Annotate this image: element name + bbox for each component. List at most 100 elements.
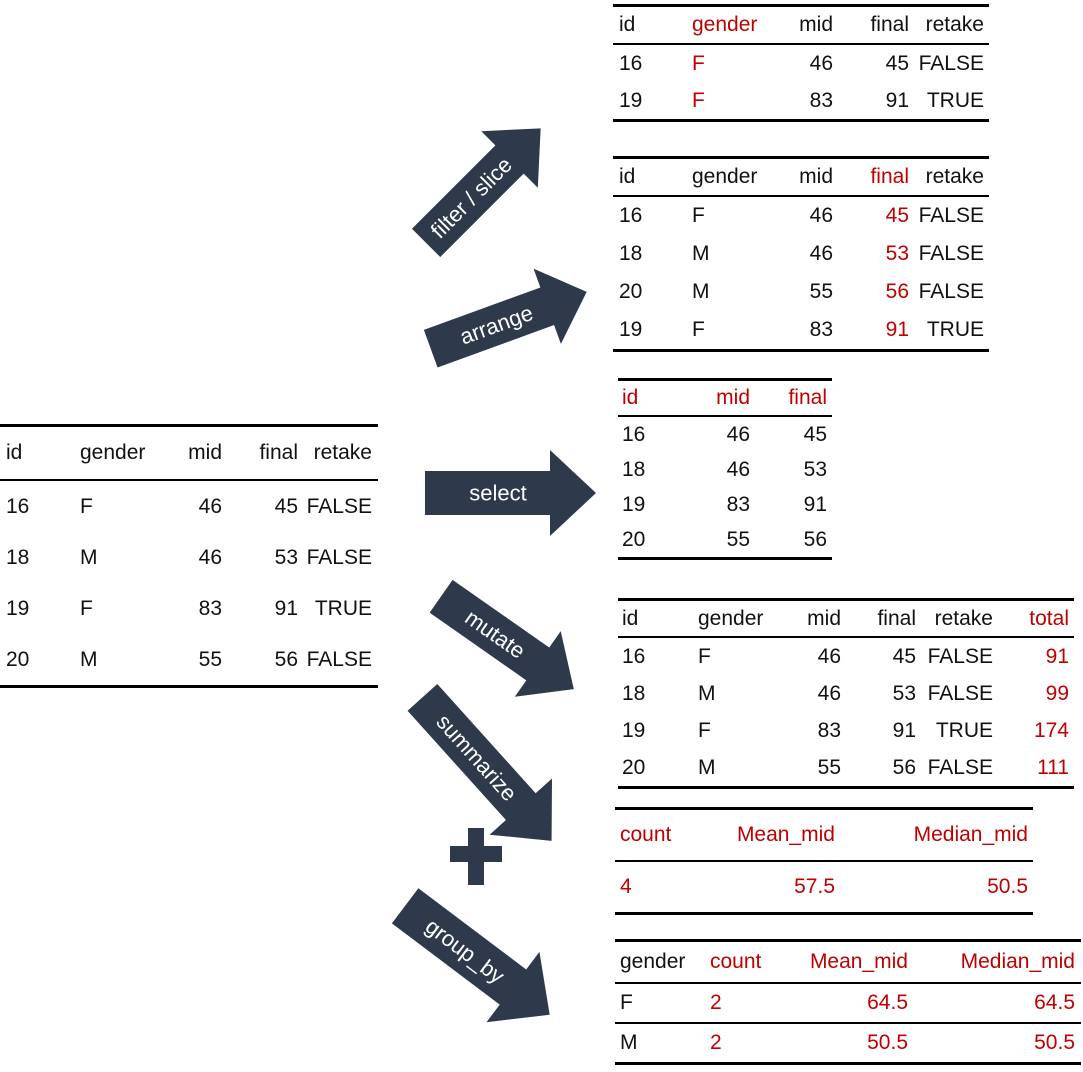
column-header: retake bbox=[934, 606, 993, 630]
cell-mid: 55 bbox=[817, 755, 841, 779]
cell-mid: 83 bbox=[198, 596, 222, 620]
cell-id: 19 bbox=[622, 492, 646, 516]
arrow-summarize-label: summarize bbox=[431, 709, 522, 806]
cell-mid: 46 bbox=[809, 51, 833, 75]
arrow-group-by: group_by bbox=[391, 888, 550, 1023]
cell-retake: TRUE bbox=[314, 596, 372, 620]
cell-gender: F bbox=[698, 644, 711, 668]
cell-mid: 46 bbox=[817, 644, 841, 668]
table-header: id mid final bbox=[618, 381, 832, 417]
table-row: 19 F 83 91 TRUE bbox=[613, 82, 989, 119]
cell-mid: 55 bbox=[726, 527, 750, 551]
column-header: count bbox=[620, 823, 672, 846]
plus-icon-vertical bbox=[468, 828, 484, 885]
column-header: gender bbox=[692, 13, 758, 36]
table-header: count Mean_mid Median_mid bbox=[615, 810, 1033, 862]
table-row: 20 M 55 56 FALSE bbox=[0, 634, 378, 685]
table-row: 16 46 45 bbox=[618, 417, 832, 452]
cell-id: 19 bbox=[6, 596, 30, 620]
column-header: id bbox=[622, 606, 639, 630]
cell-mid: 46 bbox=[198, 494, 222, 518]
arrow-arrange: arrange bbox=[423, 268, 587, 368]
column-header: final bbox=[870, 13, 909, 36]
cell-total: 99 bbox=[1045, 681, 1069, 705]
cell-final: 53 bbox=[885, 242, 909, 265]
cell-count: 4 bbox=[620, 875, 632, 898]
table-row: 16 F 46 45 FALSE bbox=[613, 45, 989, 82]
table-row: 16 F 46 45 FALSE 91 bbox=[618, 638, 1074, 675]
column-header: mid bbox=[716, 386, 750, 409]
column-header: gender bbox=[698, 606, 764, 630]
arrow-filter: filter / slice bbox=[411, 128, 541, 258]
cell-median-mid: 50.5 bbox=[1034, 1031, 1075, 1054]
column-header: retake bbox=[925, 165, 984, 188]
column-header: final bbox=[870, 165, 909, 188]
cell-retake: TRUE bbox=[926, 88, 984, 112]
cell-median-mid: 50.5 bbox=[987, 875, 1028, 898]
cell-id: 20 bbox=[622, 755, 646, 779]
select-result-table: id mid final 16 46 45 18 46 53 19 83 91 … bbox=[618, 378, 832, 560]
cell-retake: FALSE bbox=[306, 545, 372, 569]
table-row: 18 M 46 53 FALSE 99 bbox=[618, 675, 1074, 712]
cell-final: 45 bbox=[803, 422, 827, 446]
cell-id: 19 bbox=[622, 718, 646, 742]
cell-retake: FALSE bbox=[927, 644, 993, 668]
cell-gender: F bbox=[80, 494, 93, 518]
table-header: id gender mid final retake total bbox=[618, 601, 1074, 638]
column-header: id bbox=[619, 13, 636, 36]
column-header: Mean_mid bbox=[736, 823, 835, 846]
cell-retake: FALSE bbox=[927, 681, 993, 705]
table-row: M 2 50.5 50.5 bbox=[615, 1024, 1081, 1062]
cell-mid: 46 bbox=[809, 242, 833, 265]
cell-id: 16 bbox=[6, 494, 30, 518]
cell-final: 91 bbox=[885, 318, 909, 341]
table-header: id gender mid final retake bbox=[0, 427, 378, 481]
cell-mean-mid: 50.5 bbox=[867, 1031, 908, 1054]
cell-retake: FALSE bbox=[927, 755, 993, 779]
cell-id: 20 bbox=[619, 280, 643, 303]
column-header: final bbox=[877, 606, 916, 630]
table-header: id gender mid final retake bbox=[613, 7, 989, 45]
table-row: 16 F 46 45 FALSE bbox=[0, 481, 378, 532]
column-header: gender bbox=[620, 950, 686, 973]
cell-mid: 83 bbox=[726, 492, 750, 516]
cell-mid: 46 bbox=[809, 204, 833, 227]
cell-median-mid: 64.5 bbox=[1034, 991, 1075, 1014]
cell-final: 91 bbox=[274, 596, 298, 620]
cell-mid: 46 bbox=[817, 681, 841, 705]
column-header: id bbox=[619, 165, 636, 188]
cell-retake: TRUE bbox=[935, 718, 993, 742]
cell-final: 56 bbox=[803, 527, 827, 551]
cell-id: 18 bbox=[6, 545, 30, 569]
cell-mid: 83 bbox=[809, 318, 833, 341]
cell-id: 16 bbox=[622, 644, 646, 668]
cell-retake: FALSE bbox=[306, 494, 372, 518]
mutate-result-table: id gender mid final retake total 16 F 46… bbox=[618, 598, 1074, 789]
column-header: mid bbox=[799, 165, 833, 188]
table-row: 18 46 53 bbox=[618, 452, 832, 487]
cell-id: 16 bbox=[619, 204, 643, 227]
column-header: Median_mid bbox=[913, 823, 1028, 846]
column-header: id bbox=[6, 441, 23, 464]
cell-final: 53 bbox=[274, 545, 298, 569]
cell-gender: F bbox=[692, 51, 705, 75]
cell-final: 56 bbox=[274, 647, 298, 671]
table-header: id gender mid final retake bbox=[613, 159, 989, 197]
cell-gender: F bbox=[692, 204, 705, 227]
column-header: final bbox=[259, 441, 298, 464]
column-header: total bbox=[1029, 606, 1069, 630]
cell-gender: M bbox=[692, 242, 710, 265]
cell-id: 18 bbox=[622, 681, 646, 705]
column-header: gender bbox=[80, 441, 146, 464]
cell-final: 56 bbox=[892, 755, 916, 779]
cell-gender: F bbox=[698, 718, 711, 742]
table-row: 20 55 56 bbox=[618, 522, 832, 557]
cell-gender: M bbox=[620, 1031, 638, 1054]
cell-mid: 83 bbox=[809, 88, 833, 112]
table-row: F 2 64.5 64.5 bbox=[615, 984, 1081, 1024]
cell-mid: 46 bbox=[198, 545, 222, 569]
cell-mid: 46 bbox=[726, 457, 750, 481]
cell-gender: M bbox=[698, 681, 716, 705]
cell-final: 45 bbox=[885, 204, 909, 227]
